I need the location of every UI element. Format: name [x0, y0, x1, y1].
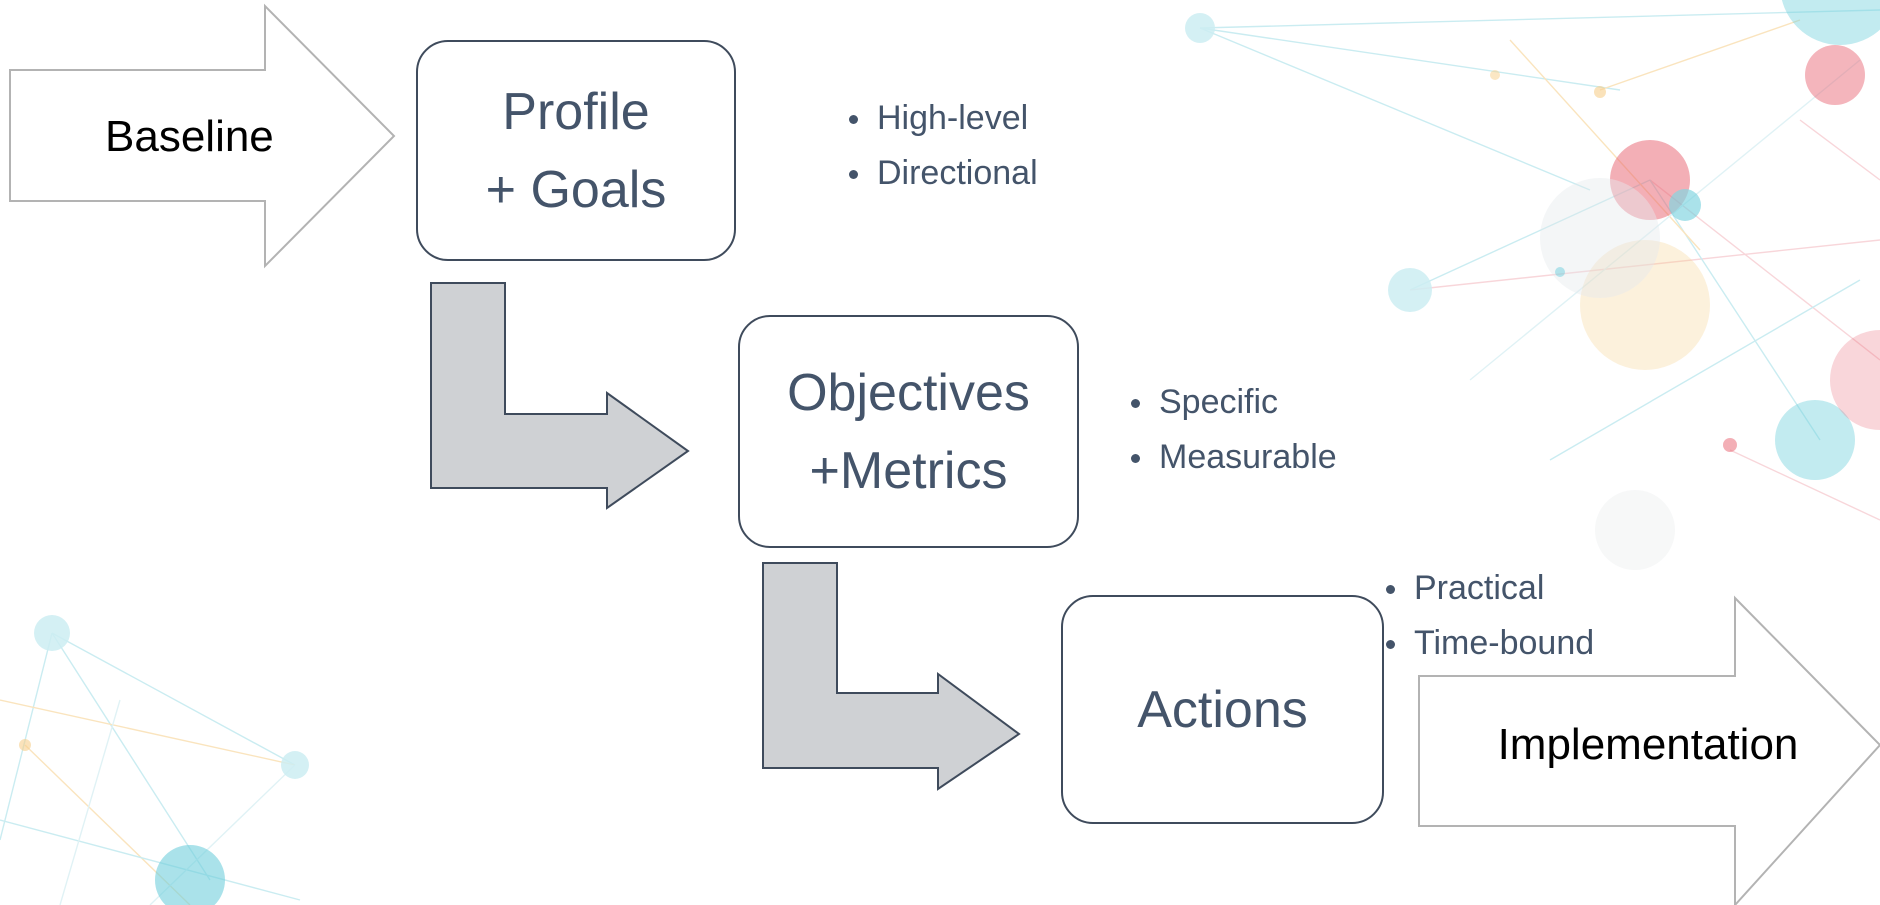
actions-line-1: Actions	[1137, 680, 1308, 739]
implementation-label: Implementation	[1497, 720, 1799, 769]
baseline-arrow-icon	[9, 3, 396, 269]
actions-bullets: Practical Time-bound	[1380, 561, 1594, 671]
bullet-item: Practical	[1380, 561, 1594, 616]
actions-box: Actions	[1061, 595, 1384, 824]
bent-arrow-icon	[762, 562, 1021, 791]
profile-goals-line-2: + Goals	[485, 160, 667, 219]
bullet-item: Measurable	[1125, 430, 1337, 485]
profile-goals-box: Profile + Goals	[416, 40, 736, 261]
bullet-item: Time-bound	[1380, 616, 1594, 671]
objectives-metrics-line-1: Objectives	[787, 363, 1030, 422]
bullet-item: Directional	[843, 146, 1038, 201]
profile-goals-bullets: High-level Directional	[843, 91, 1038, 201]
bullet-item: Specific	[1125, 375, 1337, 430]
objectives-metrics-bullets: Specific Measurable	[1125, 375, 1337, 485]
baseline-label: Baseline	[105, 112, 274, 161]
implementation-arrow-icon	[1418, 595, 1880, 905]
bent-arrow-icon	[430, 282, 690, 510]
bullet-item: High-level	[843, 91, 1038, 146]
objectives-metrics-box: Objectives +Metrics	[738, 315, 1079, 548]
objectives-metrics-line-2: +Metrics	[809, 441, 1008, 500]
profile-goals-line-1: Profile	[502, 82, 650, 141]
